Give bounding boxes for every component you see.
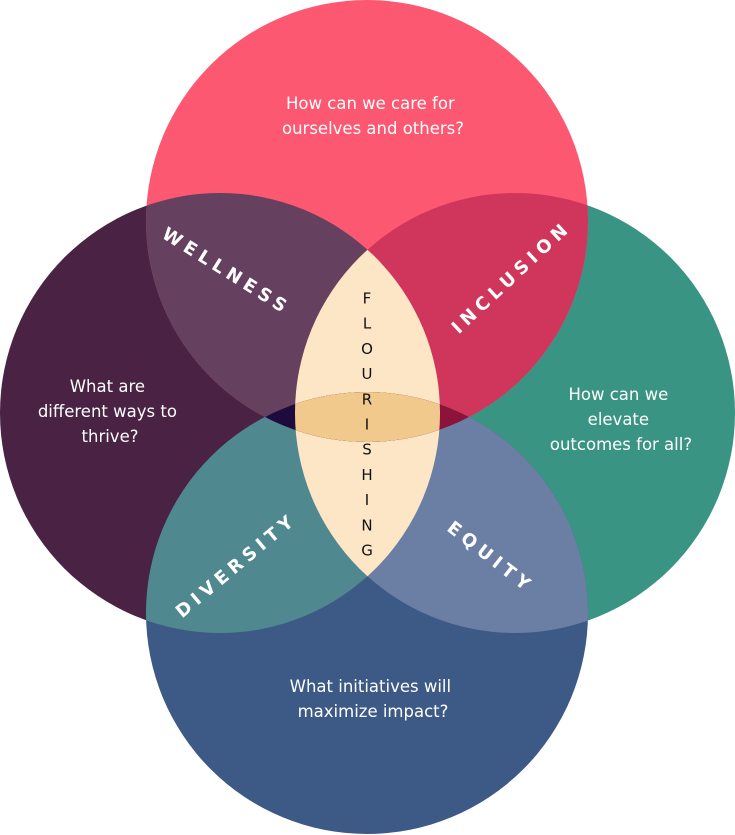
question-bottom: What initiatives will maximize impact? [290,677,457,721]
flourishing-letter: I [365,491,369,509]
flourishing-letter: G [361,542,373,560]
center-lens [295,193,440,633]
flourishing-letter: I [365,416,369,434]
flourishing-letter: U [362,365,373,383]
flourishing-letter: F [363,290,372,308]
flourishing-letter: H [361,466,372,484]
question-left: What are different ways to thrive? [38,377,182,446]
flourishing-letter: N [361,516,372,534]
flourishing-letter: R [362,390,372,408]
flourishing-letter: L [363,315,372,333]
question-top: How can we care for ourselves and others… [282,94,464,138]
question-right: How can we elevate outcomes for all? [550,385,692,454]
flourishing-letter: O [361,340,373,358]
flourishing-letter: S [362,441,372,459]
